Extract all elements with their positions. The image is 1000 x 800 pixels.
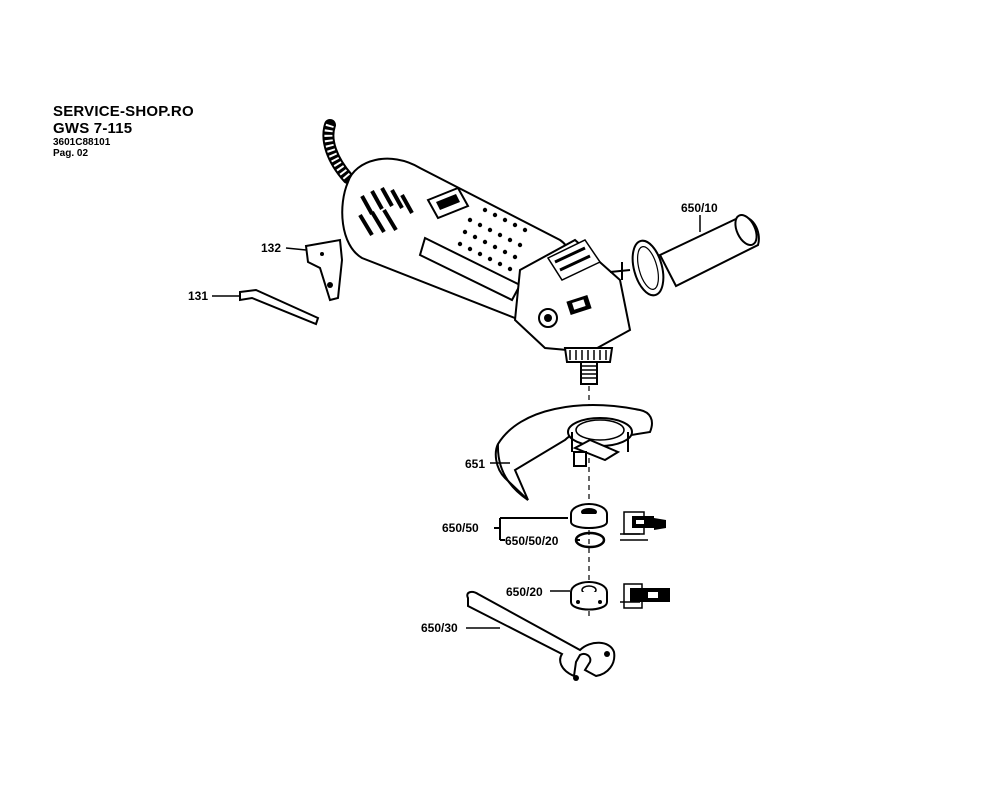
label-651: 651 — [465, 457, 485, 471]
o-ring — [574, 531, 606, 549]
model-name: GWS 7-115 — [53, 120, 133, 137]
label-131: 131 — [188, 289, 208, 303]
side-handle — [609, 214, 760, 297]
pin-wrench — [466, 590, 616, 681]
part-number: 3601C88101 — [53, 137, 111, 148]
clamping-nut — [570, 581, 608, 611]
clamp-plate — [304, 238, 344, 302]
label-650-50-20: 650/50/20 — [505, 534, 559, 548]
label-650-30: 650/30 — [421, 621, 458, 635]
label-650-50: 650/50 — [442, 521, 479, 535]
flange-icon-upper — [620, 511, 666, 541]
leader-132 — [285, 247, 307, 251]
bracket-650-50 — [494, 517, 580, 541]
hex-key — [239, 288, 320, 326]
shop-name: SERVICE-SHOP.RO — [53, 103, 194, 120]
flange-icon-lower — [620, 583, 670, 609]
wheel-guard — [494, 404, 653, 501]
power-cord — [322, 119, 354, 184]
label-650-10: 650/10 — [681, 201, 718, 215]
label-650-20: 650/20 — [506, 585, 543, 599]
header-block: SERVICE-SHOP.RO GWS 7-115 3601C88101 Pag… — [53, 104, 194, 159]
page-number: Pag. 02 — [53, 148, 89, 159]
label-132: 132 — [261, 241, 281, 255]
mounting-flange — [570, 503, 608, 529]
grinder-body — [341, 157, 632, 385]
